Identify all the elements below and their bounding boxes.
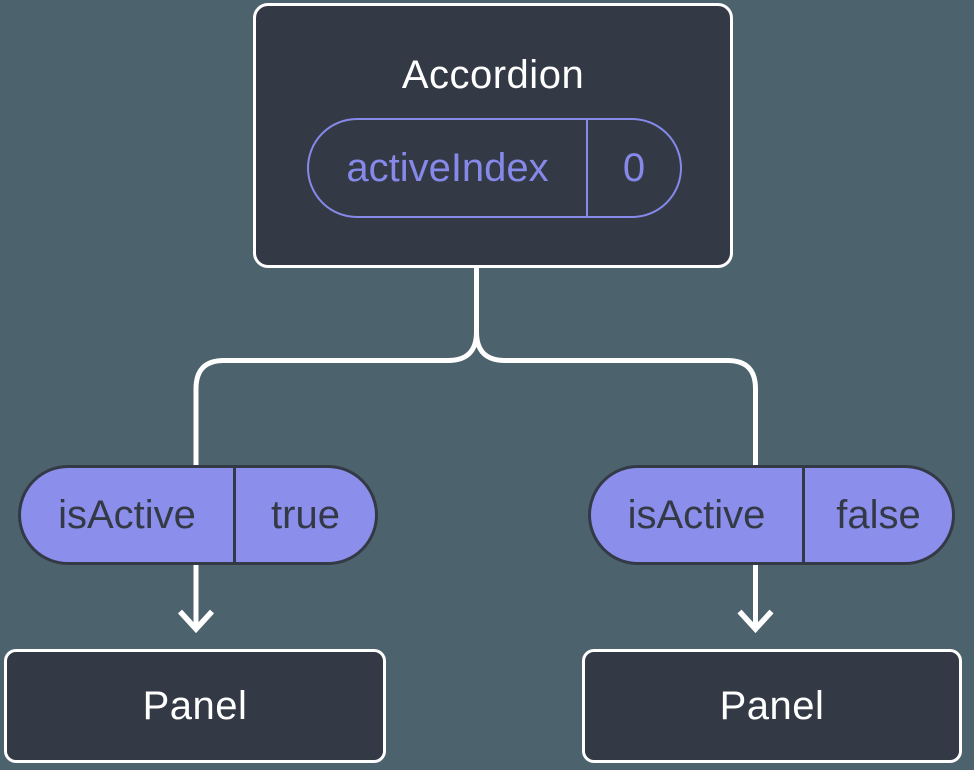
accordion-node: Accordion activeIndex 0: [253, 3, 733, 268]
prop-pill-right: isActive false: [588, 465, 955, 565]
prop-value: false: [836, 492, 921, 537]
accordion-node-title: Accordion: [401, 53, 585, 97]
connector-branch-left: [193, 265, 479, 466]
panel-node-right: Panel: [582, 649, 962, 763]
state-pill-divider: [586, 120, 588, 216]
panel-node-title: Panel: [719, 683, 825, 728]
arrow-down-icon-left: [177, 609, 215, 634]
state-name-label: activeIndex: [346, 145, 549, 190]
panel-node-left: Panel: [4, 649, 386, 763]
prop-pill-divider: [802, 468, 805, 562]
prop-name-label: isActive: [627, 492, 766, 537]
prop-name-label: isActive: [58, 492, 196, 537]
prop-pill-left: isActive true: [18, 465, 378, 565]
state-value: 0: [622, 145, 646, 190]
prop-value: true: [271, 492, 340, 537]
prop-pill-divider: [233, 468, 236, 562]
connector-branch-right: [474, 265, 758, 466]
state-pill: activeIndex 0: [307, 118, 682, 218]
panel-node-title: Panel: [142, 683, 248, 728]
arrow-down-icon-right: [737, 609, 774, 634]
